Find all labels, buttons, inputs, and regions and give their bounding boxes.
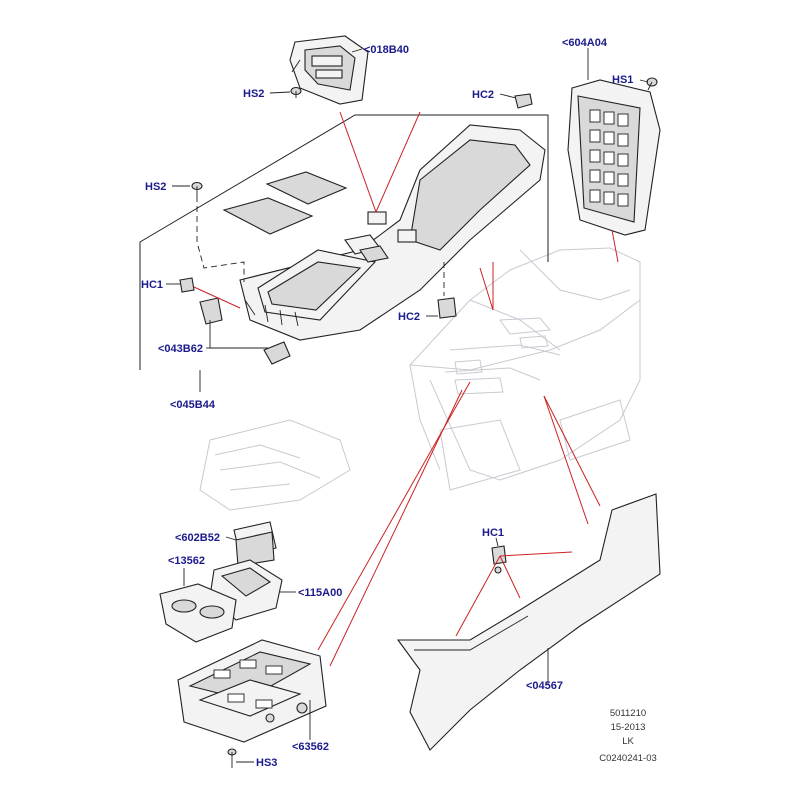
label-hc1-left: HC1 — [141, 279, 163, 291]
label-hc2-mid: HC2 — [398, 311, 420, 323]
part-018b40-bracket — [289, 35, 369, 105]
callout-line — [479, 267, 494, 311]
callout-line — [611, 229, 619, 263]
footer-line-2: 15-2013 — [611, 722, 646, 733]
label-hs2-top: HS2 — [243, 88, 264, 100]
alignment-dashes — [196, 196, 245, 282]
leader-lines — [166, 48, 649, 763]
screw-hs3 — [227, 748, 237, 768]
label-604a04: <604A04 — [562, 37, 608, 49]
part-labels: <018B40 <604A04 HS1 HS2 HC2 HS2 HC1 HC2 … — [141, 37, 633, 769]
part-63562-lower-bin — [177, 639, 327, 743]
screw-hs2-mid — [191, 181, 203, 196]
screw-hs1 — [646, 77, 658, 91]
callout-line — [193, 286, 241, 309]
label-115a00: <115A00 — [298, 587, 342, 599]
callout-line — [543, 395, 601, 507]
ghost-console-outline — [199, 247, 641, 511]
label-04567: <04567 — [526, 680, 563, 692]
part-604a04-armrest-pad — [567, 79, 661, 236]
callout-line — [329, 389, 463, 667]
label-hc1-right: HC1 — [482, 527, 504, 539]
part-13562-cupholder-mat — [159, 583, 237, 643]
footer-line-3: LK — [622, 736, 634, 747]
callout-line — [499, 551, 573, 557]
label-13562: <13562 — [168, 555, 205, 567]
diagram-reference-footer: 5011210 15-2013 LK C0240241-03 — [599, 708, 657, 764]
label-hc2-top: HC2 — [472, 89, 494, 101]
label-hs3: HS3 — [256, 757, 277, 769]
callout-line — [455, 555, 501, 637]
label-045b44: <045B44 — [170, 399, 216, 411]
label-602b52: <602B52 — [175, 532, 220, 544]
red-callout-lines — [193, 111, 619, 667]
label-hs2-mid: HS2 — [145, 181, 166, 193]
callout-line — [543, 395, 589, 525]
label-hs1: HS1 — [612, 74, 633, 86]
label-63562: <63562 — [292, 741, 329, 753]
callout-line — [339, 111, 377, 213]
part-043b62-trim — [199, 297, 291, 365]
part-602b52-liner — [233, 521, 277, 567]
clip-hc1-left — [179, 277, 195, 293]
clip-hc2-mid — [437, 262, 457, 319]
part-045b44-console-panel — [139, 114, 549, 370]
screw-hs2-top — [290, 86, 302, 98]
clip-hc1-right — [491, 545, 507, 574]
footer-line-4: C0240241-03 — [599, 753, 657, 764]
callout-line — [317, 381, 471, 651]
callout-line — [375, 111, 421, 213]
console-lid-upper — [265, 171, 348, 205]
callout-line — [499, 555, 521, 599]
part-04567-side-panel — [396, 493, 661, 751]
label-043b62: <043B62 — [158, 343, 203, 355]
footer-line-1: 5011210 — [610, 708, 646, 719]
console-lid-lower — [222, 197, 314, 235]
clip-hc2-top — [514, 93, 533, 109]
label-018b40: <018B40 — [364, 44, 409, 56]
